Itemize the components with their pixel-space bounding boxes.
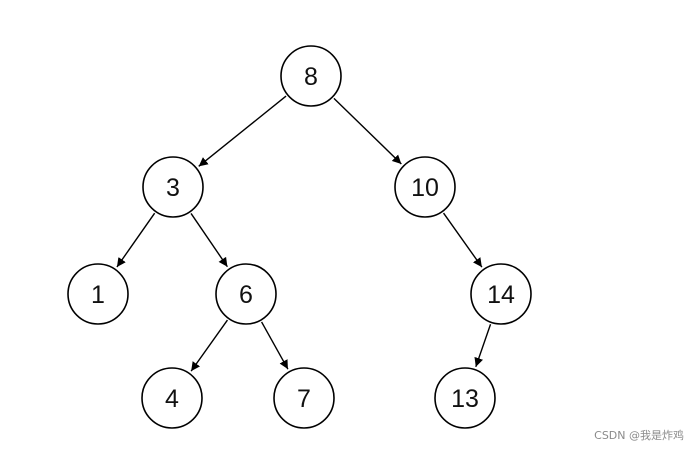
edge-8-to-10 [333, 97, 402, 165]
node-label: 3 [166, 174, 180, 202]
node-circle [394, 156, 456, 218]
tree-node-8: 8 [280, 45, 342, 107]
edge-14-to-13 [474, 324, 492, 368]
node-label: 13 [451, 385, 479, 413]
node-circle [67, 263, 129, 325]
node-label: 10 [411, 174, 439, 202]
edge-6-to-7 [260, 321, 289, 370]
tree-node-4: 4 [141, 367, 203, 429]
edge-8-to-3 [198, 95, 287, 167]
node-circle [142, 156, 204, 218]
nodes-layer: 8 3 10 1 6 14 4 7 13 [67, 45, 532, 429]
node-label: 6 [239, 281, 253, 309]
node-circle [141, 367, 203, 429]
tree-node-10: 10 [394, 156, 456, 218]
tree-node-3: 3 [142, 156, 204, 218]
tree-node-1: 1 [67, 263, 129, 325]
tree-node-14: 14 [470, 263, 532, 325]
node-label: 14 [487, 281, 515, 309]
edge-3-to-6 [190, 213, 228, 268]
node-label: 7 [297, 385, 311, 413]
node-circle [273, 367, 335, 429]
tree-node-7: 7 [273, 367, 335, 429]
node-circle [434, 367, 496, 429]
edge-3-to-1 [116, 212, 156, 268]
edges-layer [116, 95, 492, 372]
tree-node-13: 13 [434, 367, 496, 429]
edge-6-to-4 [190, 319, 229, 372]
node-label: 8 [304, 63, 318, 91]
watermark-text: CSDN @我是炸鸡 [594, 429, 684, 442]
node-circle [215, 263, 277, 325]
node-label: 4 [165, 385, 179, 413]
edge-10-to-14 [442, 212, 483, 268]
tree-node-6: 6 [215, 263, 277, 325]
node-circle [470, 263, 532, 325]
node-label: 1 [91, 281, 105, 309]
node-circle [280, 45, 342, 107]
